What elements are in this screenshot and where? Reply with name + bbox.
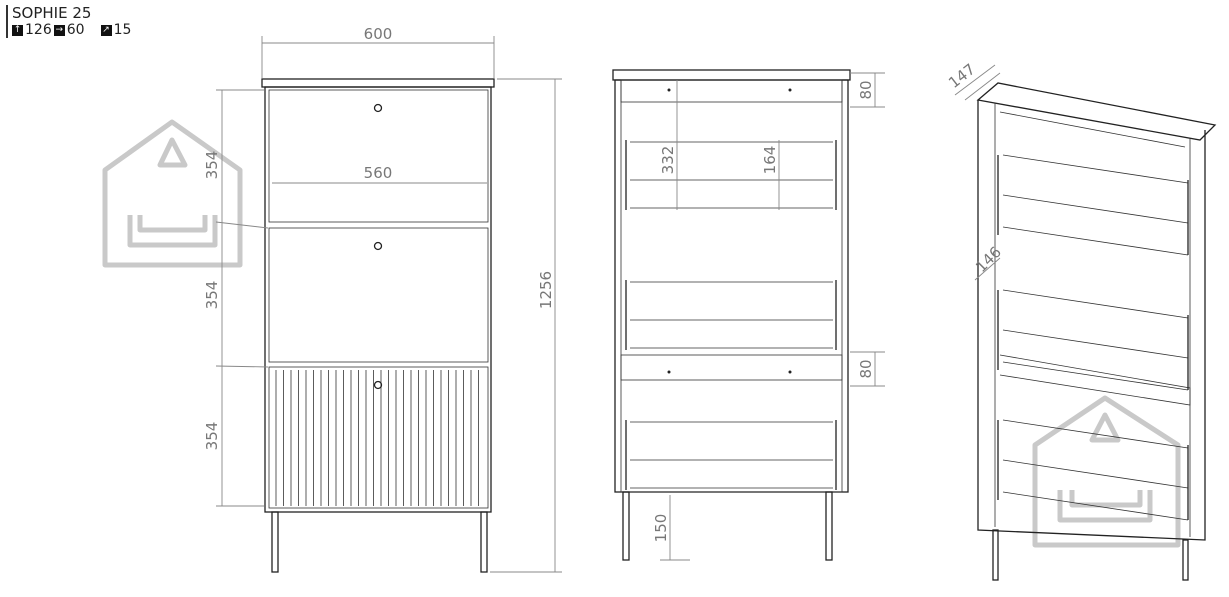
shoe-rail xyxy=(1002,419,1189,449)
dim-80-top: 80 xyxy=(857,80,875,99)
product-header: SOPHIE 25 ↑126 →60 ↗15 xyxy=(6,5,131,38)
depth-value: 15 xyxy=(113,22,132,38)
knob xyxy=(373,380,383,390)
drawer-2 xyxy=(268,227,489,363)
dim-164: 164 xyxy=(761,146,779,175)
dim-560: 560 xyxy=(364,164,393,182)
dim-147: 147 xyxy=(945,60,979,92)
leg xyxy=(622,491,630,561)
width-value: 60 xyxy=(66,22,85,38)
arrow-diagonal-icon: ↗ xyxy=(100,24,112,36)
watermark-logo-right xyxy=(1032,395,1181,548)
isometric-view: 147 146 xyxy=(945,60,1217,581)
shoe-rail xyxy=(1002,194,1189,224)
height-value: 126 xyxy=(25,22,52,38)
shoe-rail xyxy=(1002,226,1189,256)
knob xyxy=(373,241,383,251)
drawer-1 xyxy=(268,89,489,223)
watermark-logo-left xyxy=(102,119,243,268)
dim-150: 150 xyxy=(652,514,670,543)
shoe-rail xyxy=(1002,154,1189,184)
arrow-right-icon: → xyxy=(53,24,65,36)
leg xyxy=(992,529,999,581)
dim-1256: 1256 xyxy=(537,271,555,309)
arrow-up-icon: ↑ xyxy=(12,24,23,36)
dim-354-b: 354 xyxy=(203,281,221,310)
shoe-rail xyxy=(1002,491,1189,521)
dim-332: 332 xyxy=(659,146,677,175)
knob xyxy=(373,103,383,113)
interior-view: 80 80 332 164 150 xyxy=(612,69,885,561)
shoe-rail xyxy=(1002,289,1189,319)
dim-146: 146 xyxy=(972,243,1005,276)
shoe-rail xyxy=(1002,459,1189,489)
front-view: 600 560 354 354 354 1256 xyxy=(203,25,562,573)
shoe-rail xyxy=(1002,329,1189,359)
dim-354-c: 354 xyxy=(203,422,221,451)
product-title: SOPHIE 25 xyxy=(12,4,92,22)
dim-354-a: 354 xyxy=(203,151,221,180)
leg xyxy=(480,511,488,573)
shoe-rail xyxy=(1002,361,1189,391)
leg xyxy=(271,511,279,573)
dim-80-mid: 80 xyxy=(857,359,875,378)
dim-600: 600 xyxy=(364,25,393,43)
leg xyxy=(825,491,833,561)
leg xyxy=(1182,539,1189,581)
drawer-3-fluted xyxy=(268,366,489,509)
